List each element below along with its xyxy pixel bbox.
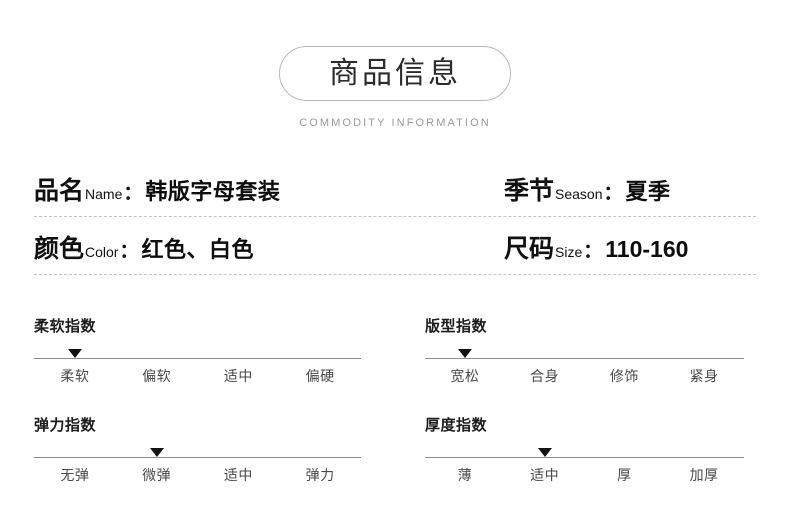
index-label: 微弹: [142, 467, 172, 483]
spec-label-cn: 品名: [34, 177, 85, 205]
index-label-row: 无弹 微弹 适中 弹力: [34, 465, 361, 485]
index-label: 修饰: [609, 368, 639, 384]
spec-colon: ：: [119, 241, 139, 262]
index-track: [425, 349, 744, 359]
index-track: [425, 448, 744, 458]
spec-colon: ：: [603, 183, 623, 204]
index-title: 厚度指数: [425, 417, 488, 434]
spec-field-name: 品名 Name ： 韩版字母套装: [34, 171, 474, 207]
index-label: 适中: [223, 467, 253, 483]
page-title-pill: 商品信息: [279, 46, 511, 101]
spec-row: 颜色 Color ： 红色、白色 尺码 Size ： 110-160: [34, 229, 756, 265]
page-title: 商品信息: [329, 56, 461, 90]
index-scale-fit: 版型指数 宽松 合身 修饰 紧身: [395, 315, 756, 386]
index-label: 厚: [617, 467, 632, 483]
index-marker-triangle-icon: [457, 349, 472, 358]
spec-label-en: Size: [555, 244, 583, 260]
index-line: [34, 457, 361, 458]
index-scales: 柔软指数 柔软偏软适中偏硬 版型指数 宽松合身修饰紧身 弹力指数 无: [0, 315, 790, 485]
page-header: 商品信息 COMMODITY INFORMATION: [0, 0, 790, 129]
spec-label-en: Name: [85, 186, 123, 202]
index-label: 适中: [530, 467, 560, 483]
index-marker-triangle-icon: [537, 448, 552, 457]
index-line: [425, 457, 744, 458]
spec-divider: [34, 274, 756, 275]
index-label: 紧身: [689, 368, 719, 384]
spec-label-cn: 季节: [504, 177, 555, 205]
spec-colon: ：: [583, 241, 603, 262]
index-title: 版型指数: [425, 318, 488, 335]
index-label-row: 宽松 合身 修饰 紧身: [425, 366, 744, 386]
index-label: 无弹: [60, 467, 90, 483]
index-label: 宽松: [450, 368, 480, 384]
spec-field-season: 季节 Season ： 夏季: [474, 171, 756, 207]
page-subtitle: COMMODITY INFORMATION: [299, 117, 491, 129]
index-label: 适中: [223, 368, 253, 384]
index-line: [425, 358, 744, 359]
index-label-row: 薄 适中 厚 加厚: [425, 465, 744, 485]
index-title: 弹力指数: [34, 417, 97, 434]
index-track: [34, 349, 361, 359]
spec-value: 110-160: [605, 236, 689, 262]
spec-row: 品名 Name ： 韩版字母套装 季节 Season ： 夏季: [34, 171, 756, 207]
spec-field-color: 颜色 Color ： 红色、白色: [34, 229, 474, 265]
spec-divider: [34, 216, 756, 217]
spec-table: 品名 Name ： 韩版字母套装 季节 Season ： 夏季 颜色 Color…: [0, 171, 790, 275]
spec-label-en: Color: [85, 244, 119, 260]
index-label: 加厚: [689, 467, 719, 483]
index-label: 弹力: [305, 467, 335, 483]
index-label: 薄: [457, 467, 473, 483]
index-label: 合身: [530, 368, 560, 384]
index-marker-triangle-icon: [149, 448, 164, 457]
index-label: 偏软: [142, 368, 172, 384]
index-marker-triangle-icon: [67, 349, 82, 358]
spec-value: 夏季: [625, 179, 671, 204]
index-label: 柔软: [60, 368, 90, 384]
spec-value: 红色、白色: [141, 237, 255, 262]
index-scale-elasticity: 弹力指数 无弹 微弹 适中 弹力: [34, 414, 395, 485]
index-scale-softness: 柔软指数 柔软 偏软 适中 偏硬: [34, 315, 395, 386]
index-line: [34, 358, 361, 359]
spec-label-en: Season: [555, 186, 603, 202]
index-label-row: 柔软 偏软 适中 偏硬: [34, 366, 361, 386]
spec-colon: ：: [123, 183, 143, 204]
index-scale-thickness: 厚度指数 薄 适中 厚 加厚: [395, 414, 756, 485]
spec-value: 韩版字母套装: [145, 179, 281, 204]
index-title: 柔软指数: [34, 318, 97, 335]
spec-field-size: 尺码 Size ： 110-160: [474, 229, 756, 265]
spec-label-cn: 颜色: [34, 235, 85, 263]
index-label: 偏硬: [305, 368, 335, 384]
index-track: [34, 448, 361, 458]
spec-label-cn: 尺码: [504, 235, 555, 263]
